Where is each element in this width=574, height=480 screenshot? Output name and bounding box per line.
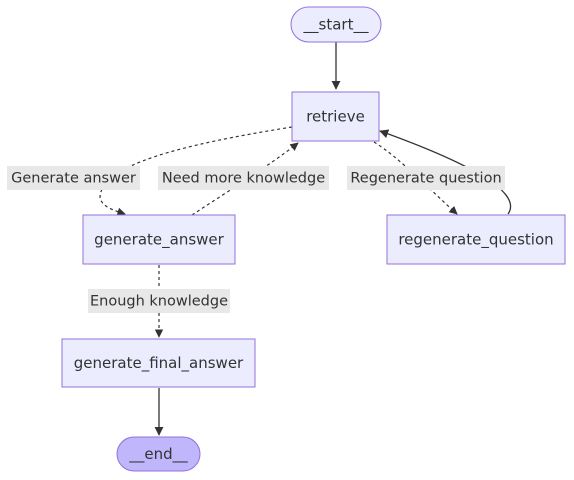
end-node: __end__ xyxy=(116,436,201,472)
svg-text:retrieve: retrieve xyxy=(306,108,365,126)
start-node: __start__ xyxy=(290,6,382,43)
svg-text:Generate answer: Generate answer xyxy=(11,171,136,187)
generate-answer-node: generate_answer xyxy=(82,214,236,265)
edge-retrieve-to-regenerate-question xyxy=(373,141,458,215)
regenerate-question-node: regenerate_question xyxy=(386,214,566,265)
edge-label-enough-knowledge: Enough knowledge xyxy=(88,289,230,313)
svg-text:__start__: __start__ xyxy=(303,16,369,35)
retrieve-node: retrieve xyxy=(291,91,380,142)
svg-text:Regenerate question: Regenerate question xyxy=(350,171,501,187)
edge-label-generate-answer: Generate answer xyxy=(7,166,140,190)
edge-label-need-more-knowledge: Need more knowledge xyxy=(158,166,329,190)
svg-text:generate_final_answer: generate_final_answer xyxy=(74,354,244,373)
svg-text:regenerate_question: regenerate_question xyxy=(398,231,553,250)
svg-text:__end__: __end__ xyxy=(128,445,188,464)
svg-text:Need more knowledge: Need more knowledge xyxy=(162,171,325,187)
edge-label-regenerate-question: Regenerate question xyxy=(347,166,505,190)
generate-final-answer-node: generate_final_answer xyxy=(61,338,256,388)
svg-text:Enough knowledge: Enough knowledge xyxy=(90,294,228,310)
svg-text:generate_answer: generate_answer xyxy=(94,231,224,250)
